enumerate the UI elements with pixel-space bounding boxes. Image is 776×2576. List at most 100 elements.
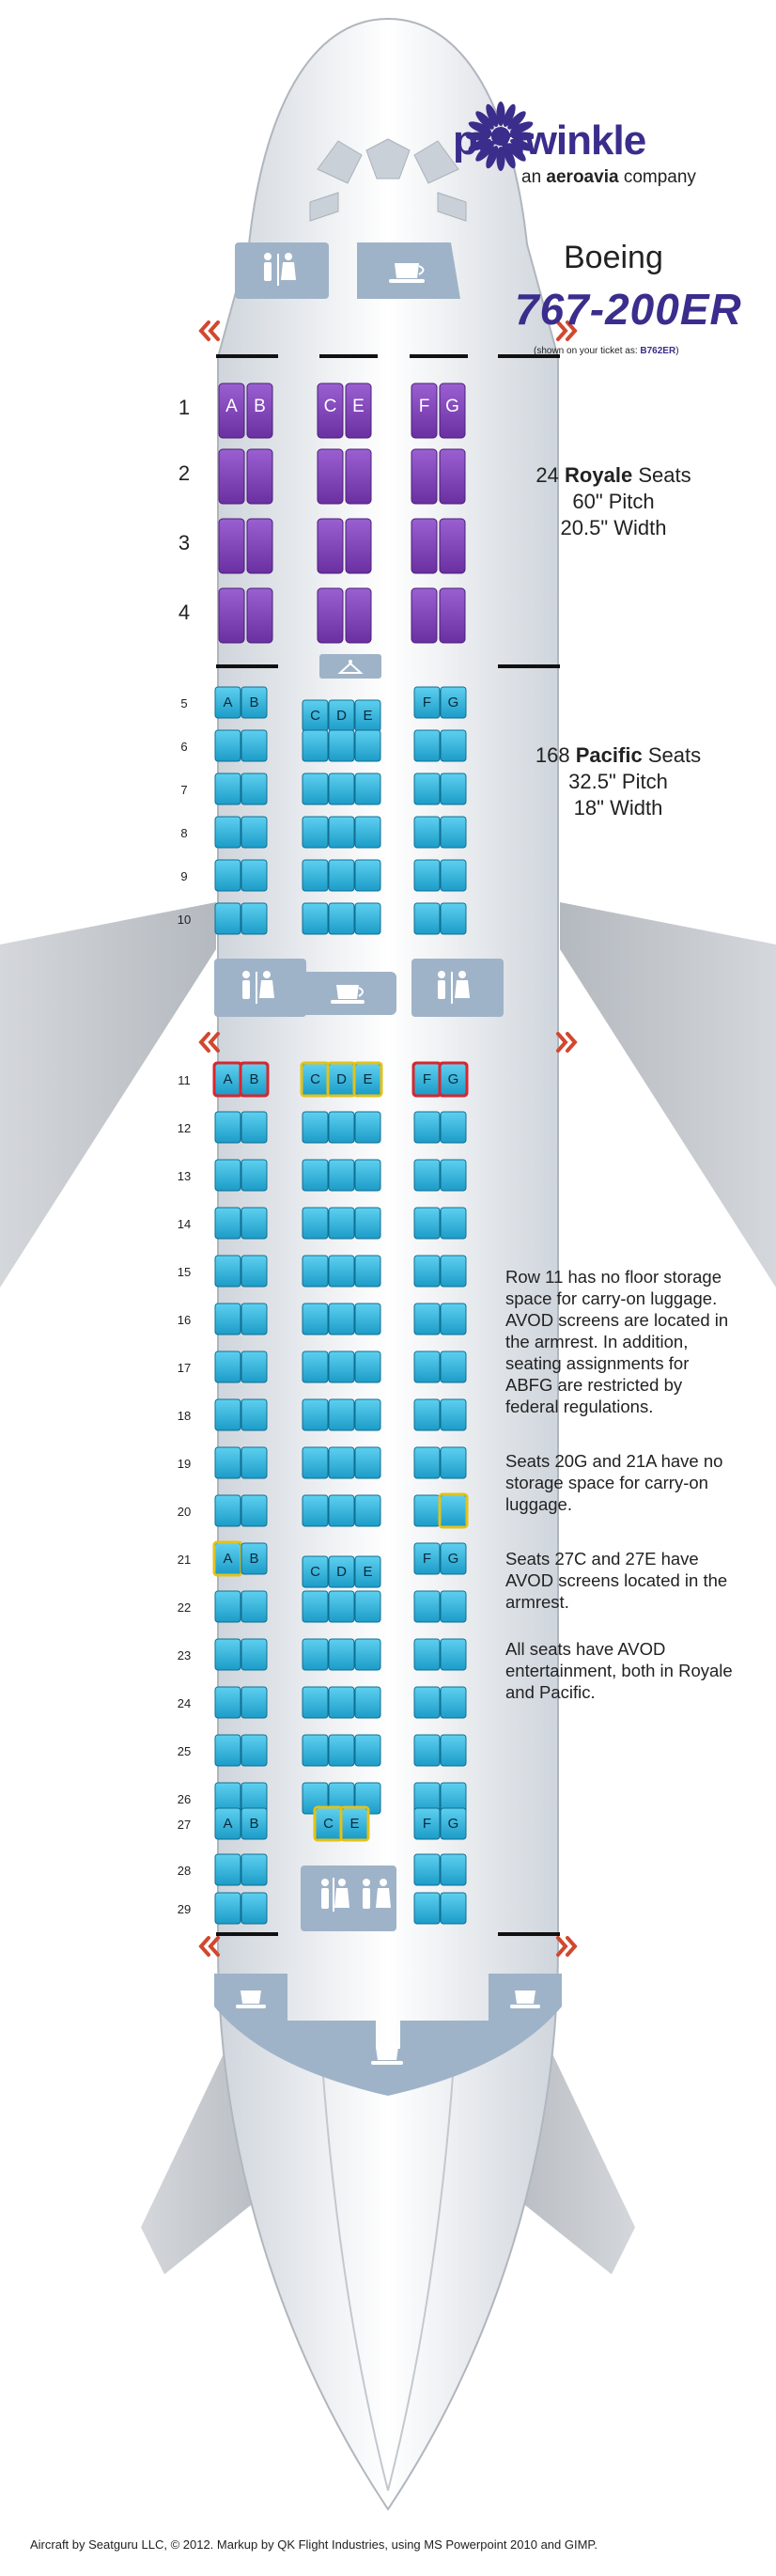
seat-5C[interactable]: C	[302, 699, 329, 732]
seat-25A[interactable]	[214, 1734, 241, 1767]
seat-15C[interactable]	[302, 1255, 329, 1288]
seat-28F[interactable]	[413, 1853, 441, 1886]
seat-11F[interactable]: F	[411, 1061, 442, 1098]
seat-21D[interactable]: D	[328, 1555, 355, 1588]
seat-23A[interactable]	[214, 1638, 241, 1671]
seat-23E[interactable]	[354, 1638, 381, 1671]
seat-3A[interactable]	[218, 518, 245, 574]
seat-20E[interactable]	[354, 1494, 381, 1527]
seat-15F[interactable]	[413, 1255, 441, 1288]
seat-3F[interactable]	[411, 518, 438, 574]
seat-25F[interactable]	[413, 1734, 441, 1767]
seat-11G[interactable]: G	[438, 1061, 469, 1098]
seat-4E[interactable]	[345, 587, 372, 644]
seat-5B[interactable]: B	[241, 686, 268, 719]
seat-18G[interactable]	[440, 1398, 467, 1431]
seat-27B[interactable]: B	[241, 1807, 268, 1840]
seat-5D[interactable]: D	[328, 699, 355, 732]
seat-10A[interactable]	[214, 902, 241, 935]
seat-10E[interactable]	[354, 902, 381, 935]
seat-8B[interactable]	[241, 816, 268, 849]
seat-14F[interactable]	[413, 1207, 441, 1240]
seat-5E[interactable]: E	[354, 699, 381, 732]
seat-16A[interactable]	[214, 1303, 241, 1335]
seat-24F[interactable]	[413, 1686, 441, 1719]
seat-4G[interactable]	[439, 587, 466, 644]
seat-1F[interactable]: F	[411, 382, 438, 439]
seat-27C[interactable]: C	[313, 1805, 344, 1842]
seat-12G[interactable]	[440, 1111, 467, 1144]
seat-24E[interactable]	[354, 1686, 381, 1719]
seat-29A[interactable]	[214, 1892, 241, 1925]
seat-25B[interactable]	[241, 1734, 268, 1767]
seat-7A[interactable]	[214, 773, 241, 805]
seat-21F[interactable]: F	[413, 1542, 441, 1575]
seat-20C[interactable]	[302, 1494, 329, 1527]
seat-14E[interactable]	[354, 1207, 381, 1240]
seat-23D[interactable]	[328, 1638, 355, 1671]
seat-23C[interactable]	[302, 1638, 329, 1671]
seat-7C[interactable]	[302, 773, 329, 805]
seat-16F[interactable]	[413, 1303, 441, 1335]
seat-10D[interactable]	[328, 902, 355, 935]
seat-12D[interactable]	[328, 1111, 355, 1144]
seat-27G[interactable]: G	[440, 1807, 467, 1840]
seat-14D[interactable]	[328, 1207, 355, 1240]
seat-6A[interactable]	[214, 729, 241, 762]
seat-10C[interactable]	[302, 902, 329, 935]
seat-1A[interactable]: A	[218, 382, 245, 439]
seat-22D[interactable]	[328, 1590, 355, 1623]
seat-13D[interactable]	[328, 1159, 355, 1192]
seat-12F[interactable]	[413, 1111, 441, 1144]
seat-17A[interactable]	[214, 1350, 241, 1383]
seat-13G[interactable]	[440, 1159, 467, 1192]
seat-21A[interactable]: A	[212, 1540, 243, 1577]
seat-2A[interactable]	[218, 448, 245, 505]
seat-21E[interactable]: E	[354, 1555, 381, 1588]
seat-22G[interactable]	[440, 1590, 467, 1623]
seat-13B[interactable]	[241, 1159, 268, 1192]
seat-21B[interactable]: B	[241, 1542, 268, 1575]
seat-20B[interactable]	[241, 1494, 268, 1527]
seat-16E[interactable]	[354, 1303, 381, 1335]
seat-15A[interactable]	[214, 1255, 241, 1288]
seat-1C[interactable]: C	[317, 382, 344, 439]
seat-20F[interactable]	[413, 1494, 441, 1527]
seat-29B[interactable]	[241, 1892, 268, 1925]
seat-14A[interactable]	[214, 1207, 241, 1240]
seat-28G[interactable]	[440, 1853, 467, 1886]
seat-22C[interactable]	[302, 1590, 329, 1623]
seat-8C[interactable]	[302, 816, 329, 849]
seat-16D[interactable]	[328, 1303, 355, 1335]
seat-25G[interactable]	[440, 1734, 467, 1767]
seat-27E[interactable]: E	[339, 1805, 370, 1842]
seat-3B[interactable]	[246, 518, 273, 574]
seat-4F[interactable]	[411, 587, 438, 644]
seat-8A[interactable]	[214, 816, 241, 849]
seat-18A[interactable]	[214, 1398, 241, 1431]
seat-7E[interactable]	[354, 773, 381, 805]
seat-11B[interactable]: B	[239, 1061, 270, 1098]
seat-19G[interactable]	[440, 1446, 467, 1479]
seat-16B[interactable]	[241, 1303, 268, 1335]
seat-24C[interactable]	[302, 1686, 329, 1719]
seat-9D[interactable]	[328, 859, 355, 892]
seat-14G[interactable]	[440, 1207, 467, 1240]
seat-9B[interactable]	[241, 859, 268, 892]
seat-19B[interactable]	[241, 1446, 268, 1479]
seat-29G[interactable]	[440, 1892, 467, 1925]
seat-6G[interactable]	[440, 729, 467, 762]
seat-18C[interactable]	[302, 1398, 329, 1431]
seat-2B[interactable]	[246, 448, 273, 505]
seat-23B[interactable]	[241, 1638, 268, 1671]
seat-8G[interactable]	[440, 816, 467, 849]
seat-17E[interactable]	[354, 1350, 381, 1383]
seat-11A[interactable]: A	[212, 1061, 243, 1098]
seat-14C[interactable]	[302, 1207, 329, 1240]
seat-2C[interactable]	[317, 448, 344, 505]
seat-6D[interactable]	[328, 729, 355, 762]
seat-19C[interactable]	[302, 1446, 329, 1479]
seat-15B[interactable]	[241, 1255, 268, 1288]
seat-22F[interactable]	[413, 1590, 441, 1623]
seat-1G[interactable]: G	[439, 382, 466, 439]
